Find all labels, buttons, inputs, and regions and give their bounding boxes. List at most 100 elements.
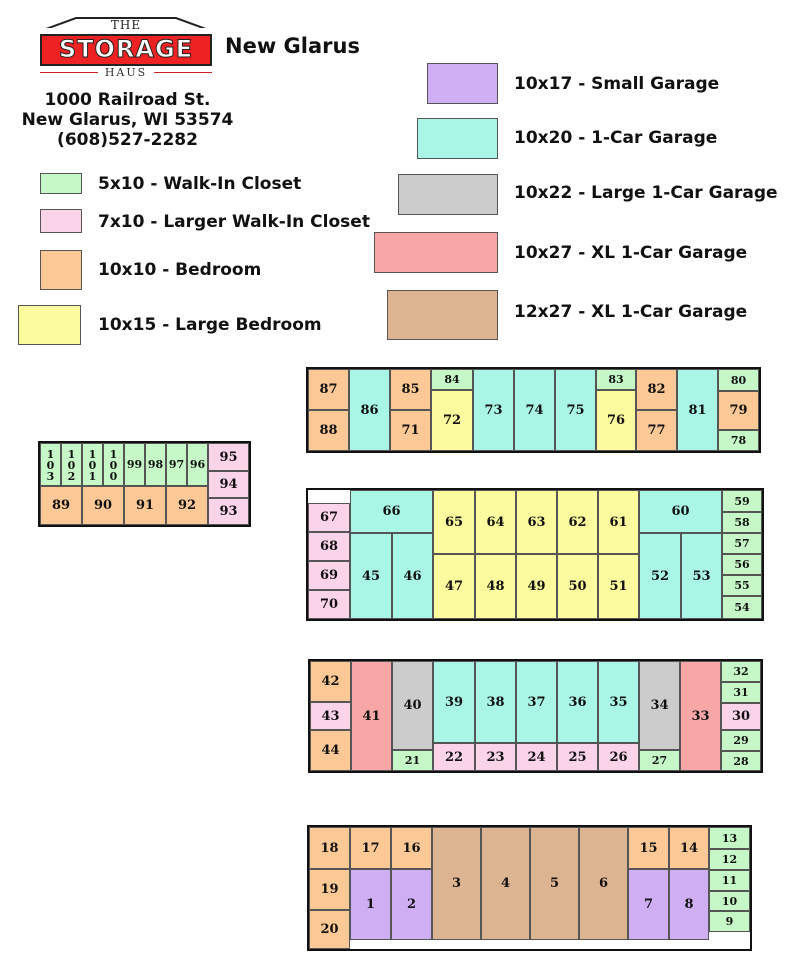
unit-85[interactable]: 85 xyxy=(390,369,431,410)
unit-68[interactable]: 68 xyxy=(308,532,350,561)
unit-46[interactable]: 46 xyxy=(392,533,433,619)
unit-26[interactable]: 26 xyxy=(598,743,639,771)
unit-69[interactable]: 69 xyxy=(308,561,350,590)
unit-42[interactable]: 42 xyxy=(310,661,351,702)
unit-28[interactable]: 28 xyxy=(721,751,761,771)
unit-48[interactable]: 48 xyxy=(475,554,516,619)
unit-55[interactable]: 55 xyxy=(722,575,762,596)
unit-8[interactable]: 8 xyxy=(669,869,709,940)
unit-6[interactable]: 6 xyxy=(579,827,628,940)
unit-61[interactable]: 61 xyxy=(598,490,639,554)
unit-98[interactable]: 98 xyxy=(145,443,166,486)
unit-19[interactable]: 19 xyxy=(309,869,350,910)
unit-92[interactable]: 92 xyxy=(166,486,208,525)
unit-60[interactable]: 60 xyxy=(639,490,722,533)
unit-9[interactable]: 9 xyxy=(709,911,750,932)
unit-38[interactable]: 38 xyxy=(475,661,516,743)
unit-91[interactable]: 91 xyxy=(124,486,166,525)
unit-5[interactable]: 5 xyxy=(530,827,579,940)
unit-100[interactable]: 100 xyxy=(103,443,124,486)
unit-76[interactable]: 76 xyxy=(596,390,636,451)
unit-58[interactable]: 58 xyxy=(722,512,762,533)
unit-13[interactable]: 13 xyxy=(709,827,750,849)
unit-57[interactable]: 57 xyxy=(722,533,762,554)
unit-71[interactable]: 71 xyxy=(390,410,431,451)
unit-50[interactable]: 50 xyxy=(557,554,598,619)
unit-22[interactable]: 22 xyxy=(433,743,475,771)
unit-10[interactable]: 10 xyxy=(709,891,750,911)
unit-75[interactable]: 75 xyxy=(555,369,596,451)
unit-33[interactable]: 33 xyxy=(680,661,721,771)
unit-43[interactable]: 43 xyxy=(310,702,351,730)
unit-35[interactable]: 35 xyxy=(598,661,639,743)
unit-56[interactable]: 56 xyxy=(722,554,762,575)
unit-24[interactable]: 24 xyxy=(516,743,557,771)
unit-20[interactable]: 20 xyxy=(309,910,350,949)
unit-90[interactable]: 90 xyxy=(82,486,124,525)
unit-14[interactable]: 14 xyxy=(669,827,709,869)
unit-31[interactable]: 31 xyxy=(721,682,761,703)
unit-96[interactable]: 96 xyxy=(187,443,208,486)
unit-15[interactable]: 15 xyxy=(628,827,669,869)
unit-65[interactable]: 65 xyxy=(433,490,475,554)
unit-27[interactable]: 27 xyxy=(639,750,680,771)
unit-66[interactable]: 66 xyxy=(350,490,433,533)
unit-17[interactable]: 17 xyxy=(350,827,391,869)
unit-93[interactable]: 93 xyxy=(208,498,249,525)
unit-67[interactable]: 67 xyxy=(308,503,350,532)
unit-36[interactable]: 36 xyxy=(557,661,598,743)
unit-99[interactable]: 99 xyxy=(124,443,145,486)
unit-41[interactable]: 41 xyxy=(351,661,392,771)
unit-54[interactable]: 54 xyxy=(722,596,762,619)
unit-88[interactable]: 88 xyxy=(308,410,349,451)
unit-63[interactable]: 63 xyxy=(516,490,557,554)
unit-97[interactable]: 97 xyxy=(166,443,187,486)
unit-80[interactable]: 80 xyxy=(718,369,759,391)
unit-102[interactable]: 102 xyxy=(61,443,82,486)
unit-29[interactable]: 29 xyxy=(721,730,761,751)
unit-1[interactable]: 1 xyxy=(350,869,391,940)
unit-2[interactable]: 2 xyxy=(391,869,432,940)
unit-72[interactable]: 72 xyxy=(431,390,473,451)
unit-16[interactable]: 16 xyxy=(391,827,432,869)
unit-3[interactable]: 3 xyxy=(432,827,481,940)
unit-78[interactable]: 78 xyxy=(718,430,759,451)
unit-25[interactable]: 25 xyxy=(557,743,598,771)
unit-11[interactable]: 11 xyxy=(709,870,750,891)
unit-7[interactable]: 7 xyxy=(628,869,669,940)
unit-89[interactable]: 89 xyxy=(40,486,82,525)
unit-62[interactable]: 62 xyxy=(557,490,598,554)
unit-44[interactable]: 44 xyxy=(310,730,351,771)
unit-95[interactable]: 95 xyxy=(208,443,249,471)
unit-45[interactable]: 45 xyxy=(350,533,392,619)
unit-103[interactable]: 103 xyxy=(40,443,61,486)
unit-37[interactable]: 37 xyxy=(516,661,557,743)
unit-51[interactable]: 51 xyxy=(598,554,639,619)
unit-53[interactable]: 53 xyxy=(681,533,722,619)
unit-77[interactable]: 77 xyxy=(636,410,677,451)
unit-70[interactable]: 70 xyxy=(308,590,350,619)
unit-52[interactable]: 52 xyxy=(639,533,681,619)
unit-87[interactable]: 87 xyxy=(308,369,349,410)
unit-18[interactable]: 18 xyxy=(309,827,350,869)
unit-64[interactable]: 64 xyxy=(475,490,516,554)
unit-34[interactable]: 34 xyxy=(639,661,680,750)
unit-81[interactable]: 81 xyxy=(677,369,718,451)
unit-74[interactable]: 74 xyxy=(514,369,555,451)
unit-84[interactable]: 84 xyxy=(431,369,473,390)
unit-40[interactable]: 40 xyxy=(392,661,433,750)
unit-47[interactable]: 47 xyxy=(433,554,475,619)
unit-30[interactable]: 30 xyxy=(721,703,761,730)
unit-12[interactable]: 12 xyxy=(709,849,750,870)
unit-39[interactable]: 39 xyxy=(433,661,475,743)
unit-82[interactable]: 82 xyxy=(636,369,677,410)
unit-83[interactable]: 83 xyxy=(596,369,636,390)
unit-79[interactable]: 79 xyxy=(718,391,759,430)
unit-32[interactable]: 32 xyxy=(721,661,761,682)
unit-101[interactable]: 101 xyxy=(82,443,103,486)
unit-73[interactable]: 73 xyxy=(473,369,514,451)
unit-86[interactable]: 86 xyxy=(349,369,390,451)
unit-23[interactable]: 23 xyxy=(475,743,516,771)
unit-21[interactable]: 21 xyxy=(392,750,433,771)
unit-4[interactable]: 4 xyxy=(481,827,530,940)
